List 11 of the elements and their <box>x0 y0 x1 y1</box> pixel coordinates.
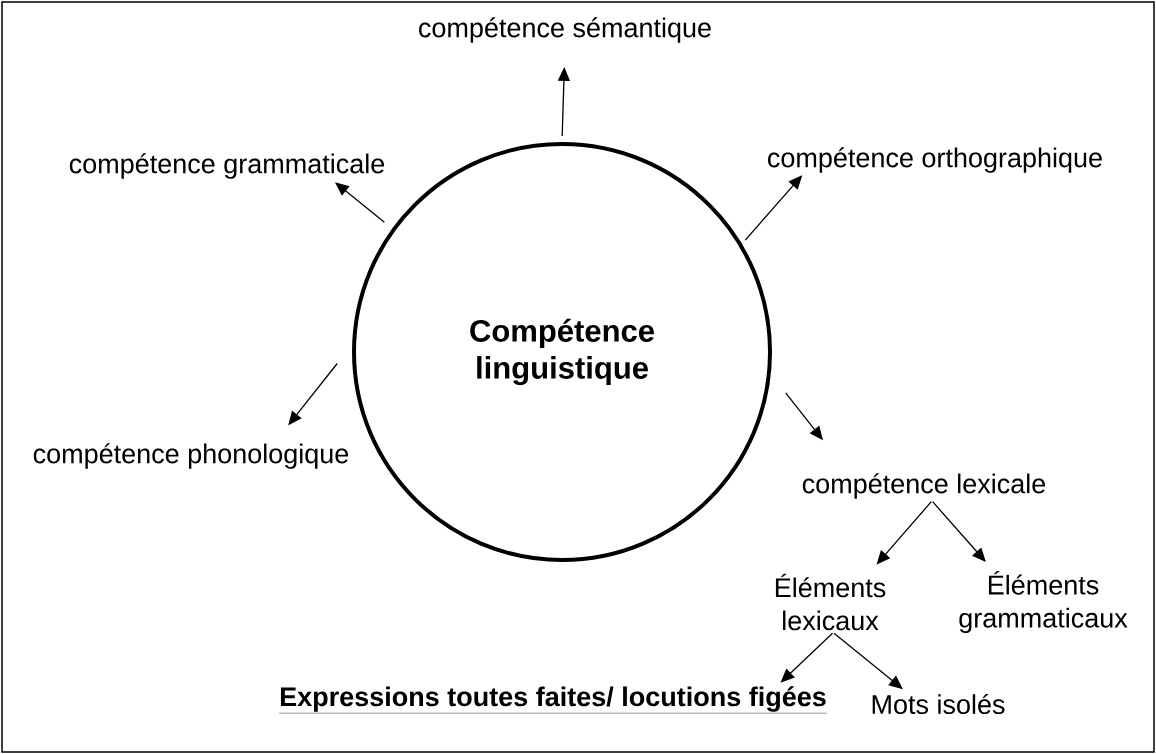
label-text: compétence phonologique <box>33 443 349 469</box>
label-text: compétence grammaticale <box>69 153 385 179</box>
label-text: compétence orthographique <box>768 147 1102 173</box>
label-text: Éléments lexicaux <box>775 573 886 631</box>
label-text: Mots isolés <box>872 693 1005 715</box>
label-text: Éléments grammaticaux <box>959 571 1128 633</box>
arrow <box>931 501 986 562</box>
arrow <box>876 501 932 565</box>
label-text: compétence lexicale <box>802 473 1046 499</box>
label-text: compétence sémantique <box>419 17 711 43</box>
label-text: Expressions toutes faites/ locutions figées <box>278 686 827 714</box>
